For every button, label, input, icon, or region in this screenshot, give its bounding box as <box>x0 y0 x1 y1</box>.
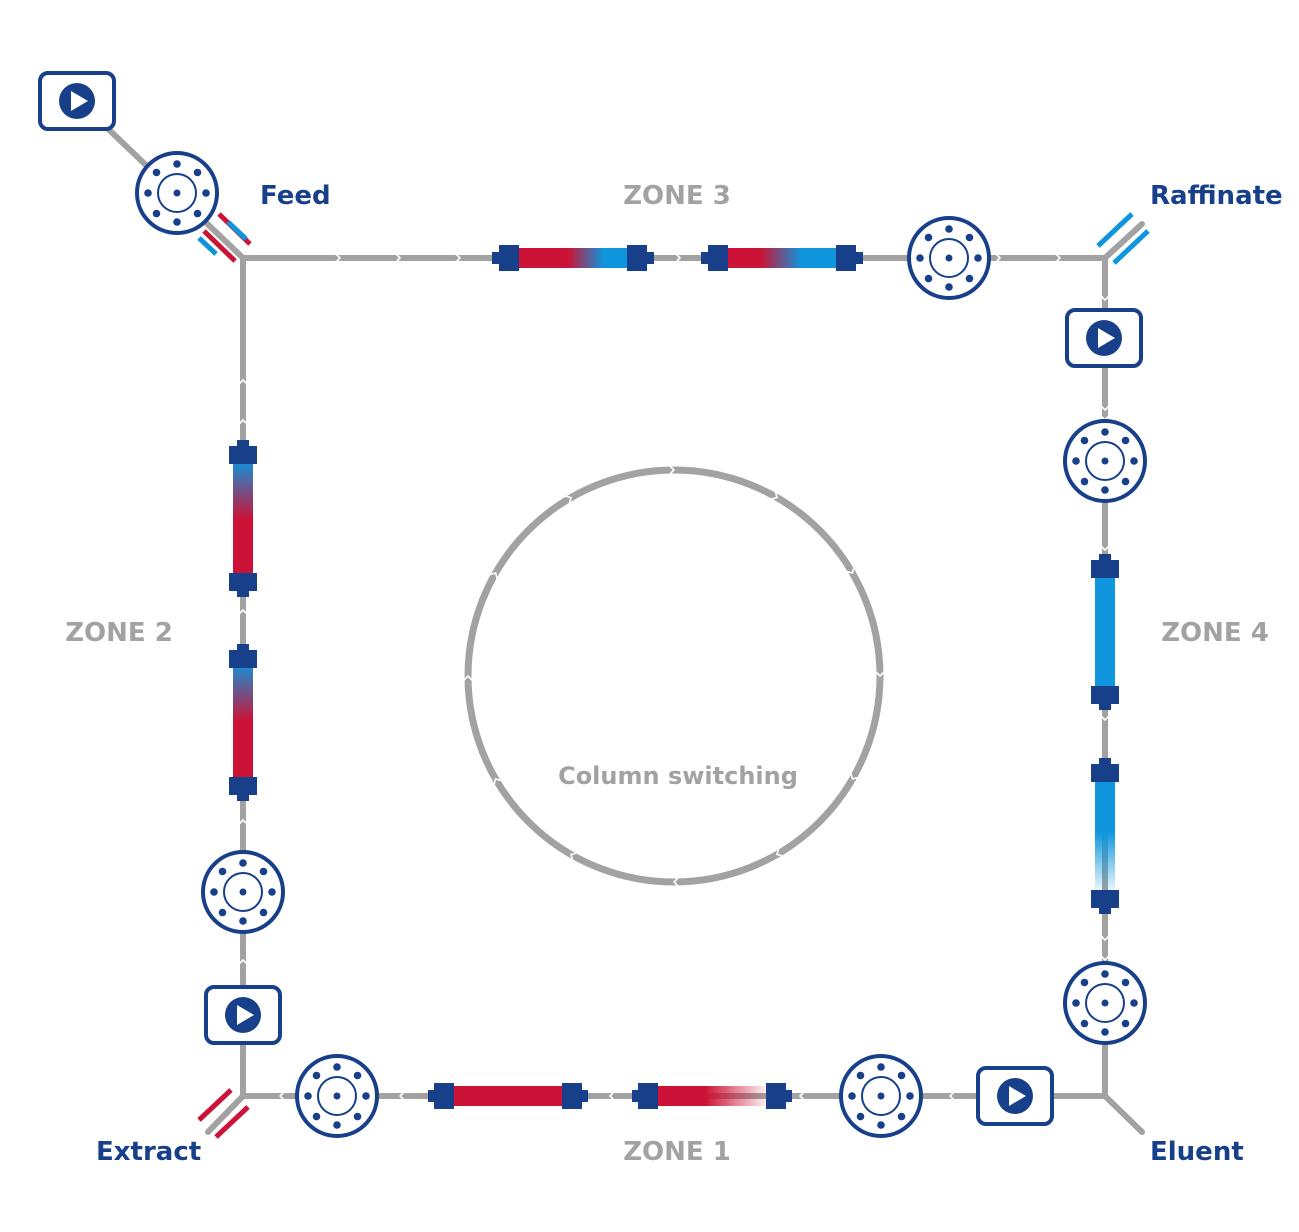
extract-stripes <box>197 1088 250 1139</box>
column-zone1-b <box>632 1083 792 1109</box>
flow-arrow <box>398 1091 405 1101</box>
column-zone4-a <box>1091 554 1119 710</box>
loop-pipe <box>240 255 1108 1099</box>
flow-arrow <box>238 608 248 615</box>
pump-raffinate-icon <box>1065 308 1143 368</box>
raffinate-outlet-pipe <box>1102 221 1145 261</box>
flow-arrow <box>238 418 248 425</box>
flow-arrow <box>672 877 679 887</box>
column-zone3-a <box>492 245 654 271</box>
flow-arrow <box>798 1091 805 1101</box>
flow-arrow <box>1100 955 1110 962</box>
flow-arrow <box>238 958 248 965</box>
flow-arrow <box>846 567 855 574</box>
valves <box>135 151 1147 1138</box>
valve-zone4-bottom-icon <box>1063 961 1147 1045</box>
flow-arrow <box>850 773 859 780</box>
column-zone4-b <box>1091 758 1119 914</box>
flow-arrow <box>238 818 248 825</box>
flow-arrow <box>489 572 498 579</box>
flow-arrow <box>1100 295 1110 302</box>
flow-arrows <box>238 253 1110 1101</box>
column-zone2-a <box>229 440 257 597</box>
column-zone1-a <box>428 1083 588 1109</box>
zone2-label: ZONE 2 <box>65 618 173 648</box>
feed-stripes <box>197 212 252 263</box>
flow-arrow <box>1100 935 1110 942</box>
flow-arrow <box>1055 253 1062 263</box>
flow-arrow <box>875 671 885 678</box>
pumps <box>38 71 1143 1126</box>
flow-arrow <box>493 778 502 785</box>
flow-arrow <box>463 674 473 681</box>
valve-feed-icon <box>135 151 219 235</box>
flow-arrow <box>675 253 682 263</box>
zone4-label: ZONE 4 <box>1161 618 1269 648</box>
column-zone2-b <box>229 644 257 801</box>
columns <box>229 245 1119 1109</box>
zone3-label: ZONE 3 <box>623 181 731 211</box>
flow-arrow <box>948 1091 955 1101</box>
flow-arrow <box>570 852 577 861</box>
flow-arrow <box>776 848 783 857</box>
raffinate-stripes <box>1096 212 1150 265</box>
flow-arrow <box>395 253 402 263</box>
valve-zone1-left-icon <box>295 1054 379 1138</box>
flow-arrow <box>771 491 778 500</box>
flow-arrow <box>335 253 342 263</box>
extract-label: Extract <box>96 1137 201 1167</box>
flow-arrow <box>238 378 248 385</box>
flow-arrow <box>1100 545 1110 552</box>
valve-zone1-right-icon <box>839 1054 923 1138</box>
valve-zone3-icon <box>907 216 991 300</box>
flow-arrow <box>455 253 462 263</box>
column-zone3-b <box>701 245 863 271</box>
pump-extract-icon <box>204 985 282 1045</box>
column-switching-ring <box>464 466 884 886</box>
flow-arrow <box>565 495 572 504</box>
zone1-label: ZONE 1 <box>623 1137 731 1167</box>
raffinate-label: Raffinate <box>1150 181 1283 211</box>
flow-arrow <box>1100 715 1110 722</box>
pump-feed-icon <box>38 71 116 131</box>
flow-arrow <box>1100 405 1110 412</box>
eluent-label: Eluent <box>1150 1137 1244 1167</box>
flow-arrow <box>995 253 1002 263</box>
valve-zone2-bottom-icon <box>201 850 285 934</box>
eluent-outlet-pipe <box>1102 1093 1145 1135</box>
valve-zone4-top-icon <box>1063 419 1147 503</box>
feed-label: Feed <box>260 181 331 211</box>
column-switching-label: Column switching <box>558 762 798 790</box>
extract-outlet-pipe <box>205 1093 246 1135</box>
flow-arrow <box>608 1091 615 1101</box>
flow-arrow <box>278 1091 285 1101</box>
pump-eluent-icon <box>976 1066 1054 1126</box>
flow-arrow <box>669 465 676 475</box>
